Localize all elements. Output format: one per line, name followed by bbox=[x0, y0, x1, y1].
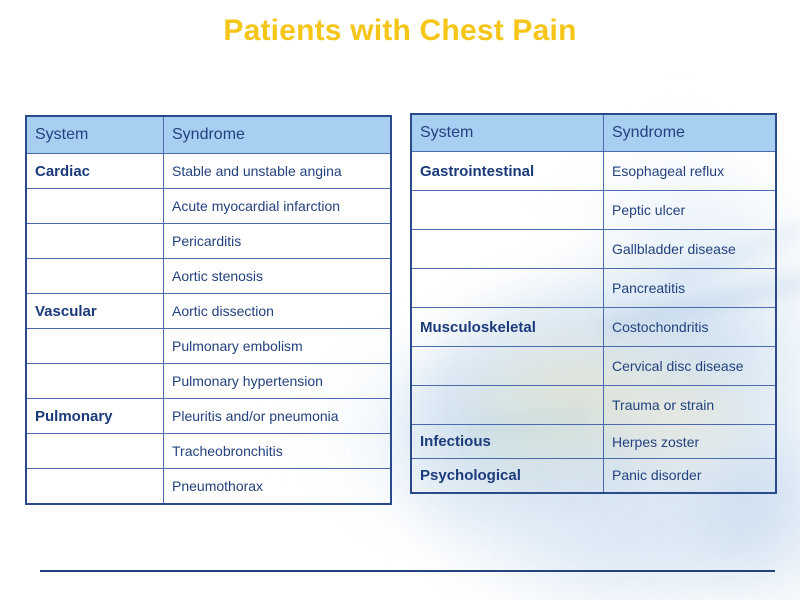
table-row: Aortic stenosis bbox=[25, 258, 392, 294]
table-row: Musculoskeletal Costochondritis bbox=[410, 307, 777, 347]
system-cell bbox=[410, 346, 604, 386]
table-row: Gastrointestinal Esophageal reflux bbox=[410, 151, 777, 191]
table-body-left: Cardiac Stable and unstable angina Acute… bbox=[25, 153, 392, 504]
syndrome-cell: Herpes zoster bbox=[603, 424, 777, 459]
column-header-syndrome: Syndrome bbox=[163, 115, 392, 154]
syndrome-cell: Trauma or strain bbox=[603, 385, 777, 425]
table-row: Pulmonary embolism bbox=[25, 328, 392, 364]
table-header-row: System Syndrome bbox=[25, 115, 392, 154]
table-body-right: Gastrointestinal Esophageal reflux Pepti… bbox=[410, 151, 777, 493]
syndrome-cell: Pleuritis and/or pneumonia bbox=[163, 398, 392, 434]
system-cell: Psychological bbox=[410, 458, 604, 493]
system-cell bbox=[410, 229, 604, 269]
system-cell: Musculoskeletal bbox=[410, 307, 604, 347]
syndrome-cell: Pulmonary embolism bbox=[163, 328, 392, 364]
table-header-right: System Syndrome bbox=[410, 113, 777, 152]
table-row: Pancreatitis bbox=[410, 268, 777, 308]
table-row: Vascular Aortic dissection bbox=[25, 293, 392, 329]
system-syndrome-table-right: System Syndrome Gastrointestinal Esophag… bbox=[410, 113, 777, 494]
system-cell: Infectious bbox=[410, 424, 604, 459]
table-row: Tracheobronchitis bbox=[25, 433, 392, 469]
system-cell bbox=[410, 268, 604, 308]
syndrome-cell: Cervical disc disease bbox=[603, 346, 777, 386]
table-row: Pneumothorax bbox=[25, 468, 392, 504]
system-syndrome-table-left: System Syndrome Cardiac Stable and unsta… bbox=[25, 115, 392, 505]
system-cell: Pulmonary bbox=[25, 398, 164, 434]
system-cell bbox=[25, 328, 164, 364]
syndrome-cell: Gallbladder disease bbox=[603, 229, 777, 269]
footer-divider bbox=[40, 570, 775, 572]
system-cell bbox=[410, 385, 604, 425]
syndrome-cell: Panic disorder bbox=[603, 458, 777, 493]
table-row: Gallbladder disease bbox=[410, 229, 777, 269]
syndrome-cell: Tracheobronchitis bbox=[163, 433, 392, 469]
table-row: Trauma or strain bbox=[410, 385, 777, 425]
syndrome-cell: Pancreatitis bbox=[603, 268, 777, 308]
syndrome-cell: Acute myocardial infarction bbox=[163, 188, 392, 224]
syndrome-cell: Aortic dissection bbox=[163, 293, 392, 329]
syndrome-cell: Pulmonary hypertension bbox=[163, 363, 392, 399]
table-row: Psychological Panic disorder bbox=[410, 458, 777, 493]
table-row: Pulmonary hypertension bbox=[25, 363, 392, 399]
system-cell bbox=[25, 223, 164, 259]
syndrome-cell: Peptic ulcer bbox=[603, 190, 777, 230]
system-cell bbox=[410, 190, 604, 230]
table-row: Infectious Herpes zoster bbox=[410, 424, 777, 459]
syndrome-cell: Pericarditis bbox=[163, 223, 392, 259]
syndrome-cell: Aortic stenosis bbox=[163, 258, 392, 294]
column-header-system: System bbox=[25, 115, 164, 154]
table-row: Peptic ulcer bbox=[410, 190, 777, 230]
slide-title: Patients with Chest Pain bbox=[223, 14, 577, 47]
system-cell bbox=[25, 433, 164, 469]
table-header-left: System Syndrome bbox=[25, 115, 392, 154]
table-row: Acute myocardial infarction bbox=[25, 188, 392, 224]
system-cell: Vascular bbox=[25, 293, 164, 329]
system-cell bbox=[25, 363, 164, 399]
system-cell: Gastrointestinal bbox=[410, 151, 604, 191]
table-row: Cervical disc disease bbox=[410, 346, 777, 386]
syndrome-cell: Pneumothorax bbox=[163, 468, 392, 504]
system-cell bbox=[25, 468, 164, 504]
syndrome-cell: Esophageal reflux bbox=[603, 151, 777, 191]
system-cell: Cardiac bbox=[25, 153, 164, 189]
table-row: Cardiac Stable and unstable angina bbox=[25, 153, 392, 189]
syndrome-cell: Stable and unstable angina bbox=[163, 153, 392, 189]
table-row: Pulmonary Pleuritis and/or pneumonia bbox=[25, 398, 392, 434]
table-header-row: System Syndrome bbox=[410, 113, 777, 152]
column-header-syndrome: Syndrome bbox=[603, 113, 777, 152]
system-cell bbox=[25, 188, 164, 224]
syndrome-cell: Costochondritis bbox=[603, 307, 777, 347]
system-cell bbox=[25, 258, 164, 294]
table-row: Pericarditis bbox=[25, 223, 392, 259]
column-header-system: System bbox=[410, 113, 604, 152]
